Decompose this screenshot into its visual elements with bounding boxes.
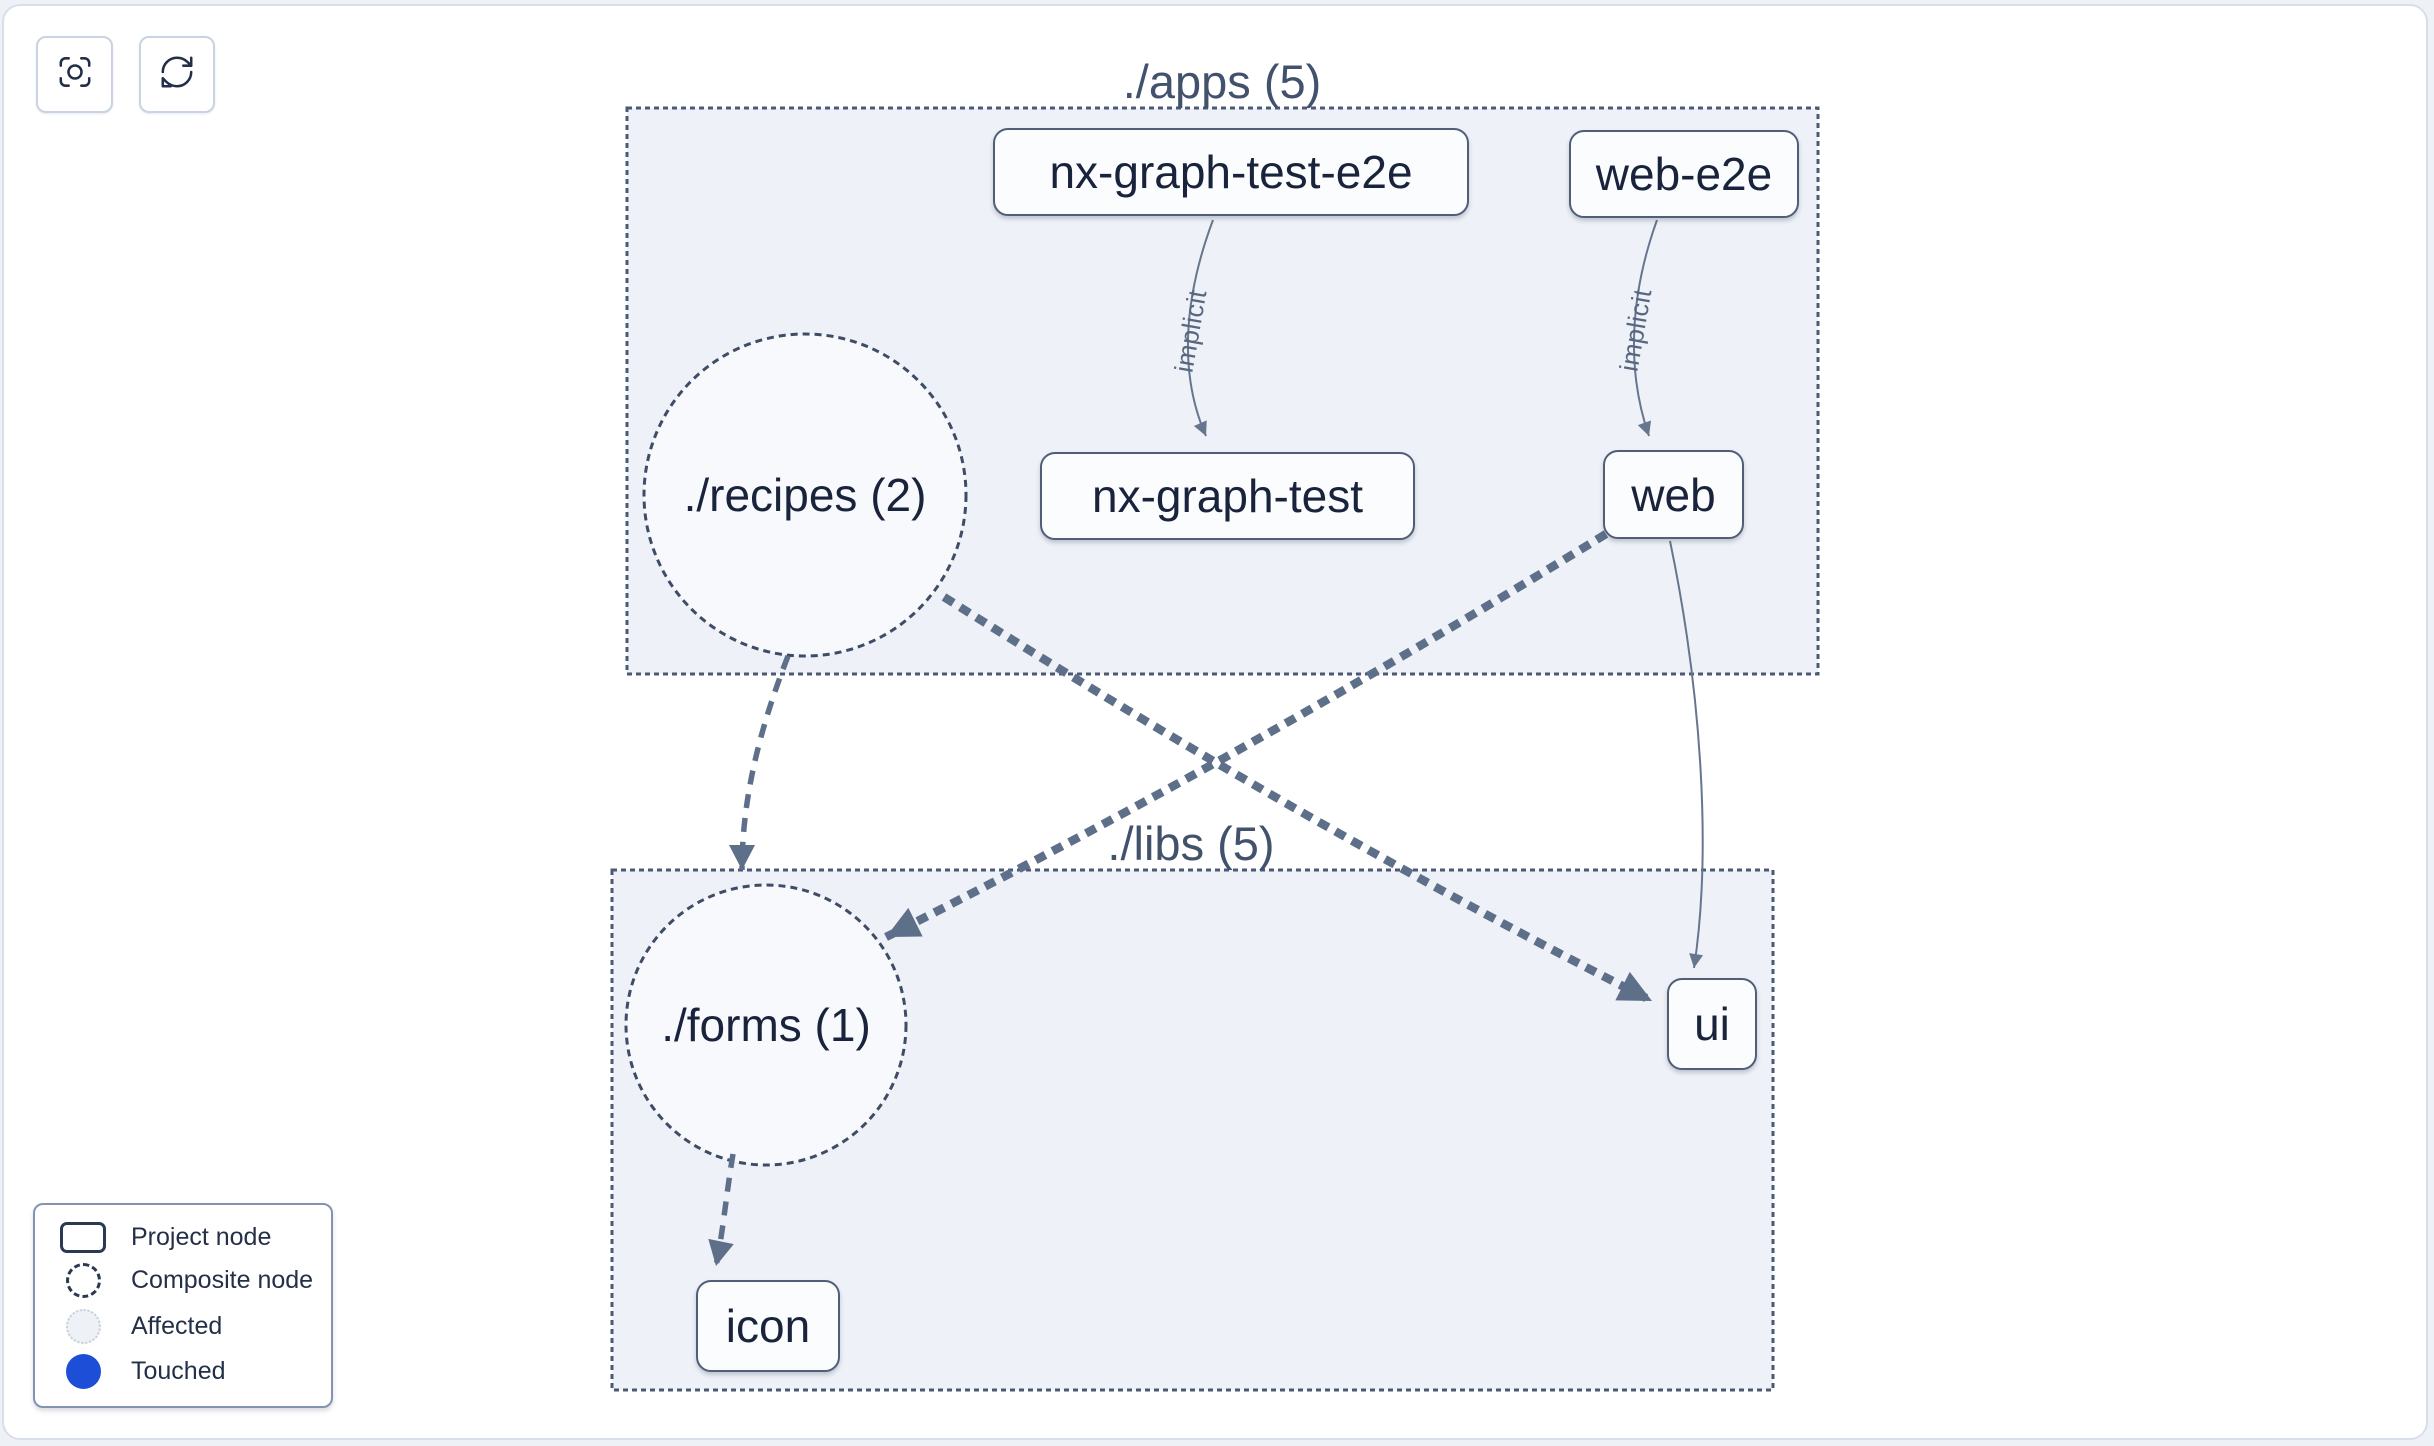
legend: Project node Composite node Affected Tou… — [33, 1203, 333, 1408]
composite-label: ./forms (1) — [661, 999, 871, 1051]
refresh-button[interactable] — [139, 36, 215, 113]
project-node-icon — [35, 1221, 131, 1253]
project-node-web[interactable]: web — [1603, 450, 1744, 539]
focus-icon — [55, 52, 95, 97]
refresh-icon — [157, 52, 197, 97]
composite-label: ./recipes (2) — [683, 469, 927, 521]
edge-web-e2e-to-web — [1633, 219, 1658, 437]
edge-nx-graph-test-e2e-to-nx-graph-test — [1186, 219, 1214, 437]
group-label-apps: ./apps (5) — [1122, 55, 1322, 108]
edge-recipes-to-ui — [941, 593, 1654, 1005]
legend-row-composite-node: Composite node — [35, 1263, 331, 1299]
edge-forms-to-icon — [708, 1153, 736, 1267]
composite-node-forms[interactable]: ./forms (1) — [626, 885, 906, 1165]
focus-mode-button[interactable] — [36, 36, 113, 113]
legend-label: Project node — [131, 1222, 272, 1251]
legend-label: Composite node — [131, 1266, 314, 1295]
affected-node-icon — [35, 1308, 131, 1344]
node-label: ui — [1694, 998, 1730, 1050]
project-node-nx-graph-test[interactable]: nx-graph-test — [1040, 452, 1415, 540]
legend-row-affected: Affected — [35, 1308, 331, 1344]
node-label: icon — [725, 1300, 811, 1352]
node-label: nx-graph-test-e2e — [1049, 146, 1413, 198]
edge-recipes-to-forms — [729, 655, 791, 871]
edge-web-to-forms — [884, 530, 1609, 941]
composite-node-recipes-circle[interactable] — [642, 332, 968, 658]
project-node-ui[interactable]: ui — [1667, 978, 1757, 1070]
composite-node-recipes[interactable]: ./recipes (2) — [644, 334, 966, 656]
composite-node-forms-circle[interactable] — [624, 883, 908, 1167]
node-label: web-e2e — [1595, 148, 1773, 200]
group-label-libs: ./libs (5) — [1107, 817, 1275, 870]
touched-node-icon — [35, 1354, 131, 1390]
legend-label: Touched — [131, 1357, 226, 1386]
legend-label: Affected — [131, 1311, 223, 1340]
project-node-nx-graph-test-e2e[interactable]: nx-graph-test-e2e — [993, 128, 1469, 216]
composite-node-icon — [35, 1263, 131, 1299]
project-node-web-e2e[interactable]: web-e2e — [1569, 130, 1799, 218]
legend-row-project-node: Project node — [35, 1221, 331, 1253]
project-node-icon[interactable]: icon — [696, 1280, 840, 1372]
node-label: nx-graph-test — [1091, 470, 1363, 522]
node-label: web — [1631, 468, 1716, 521]
legend-row-touched: Touched — [35, 1354, 331, 1390]
edge-web-to-ui — [1669, 540, 1704, 969]
